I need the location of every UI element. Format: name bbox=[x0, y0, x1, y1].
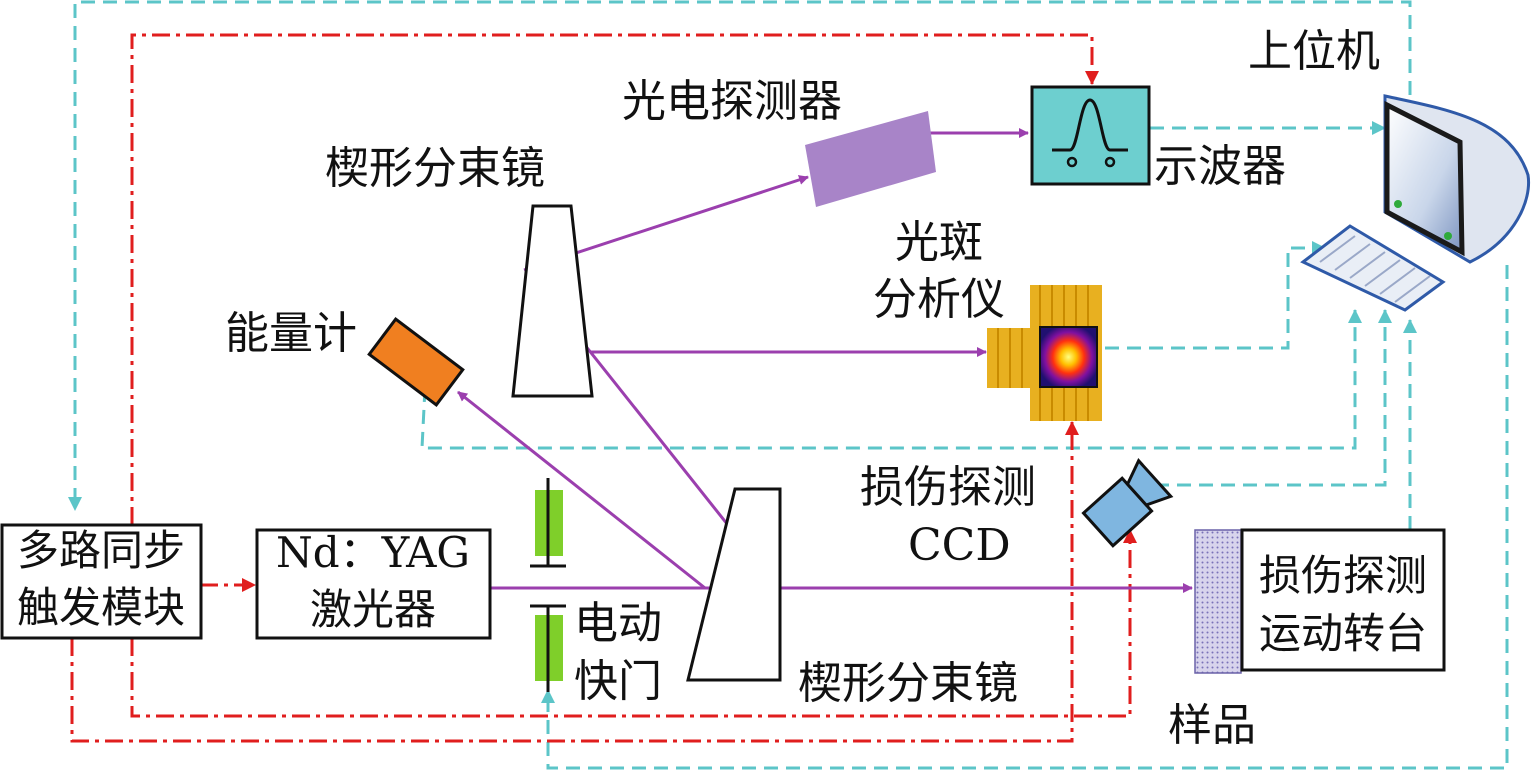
rotation-stage-box bbox=[1240, 528, 1446, 672]
trigger-line-to-analyzer bbox=[70, 421, 1079, 743]
scope-knob-right-icon bbox=[1104, 156, 1116, 168]
label-shutter-line2: 快门 bbox=[574, 656, 662, 707]
keyboard-icon bbox=[1300, 224, 1446, 312]
scope-knob-left-icon bbox=[1066, 156, 1078, 168]
laser-line1: Nd：YAG bbox=[276, 528, 470, 577]
stage-line1: 损伤探测 bbox=[1259, 551, 1427, 600]
data-line-computer-to-shutter bbox=[541, 265, 1509, 770]
damage-ccd bbox=[1081, 458, 1174, 548]
sample-plate bbox=[1194, 529, 1242, 674]
data-line-analyzer-to-computer bbox=[1105, 241, 1326, 350]
host-computer bbox=[1300, 94, 1531, 312]
photodetector-body bbox=[805, 111, 936, 207]
beam-to-energy-meter bbox=[457, 390, 706, 590]
label-oscilloscope: 示波器 bbox=[1154, 141, 1286, 192]
sync-module-box bbox=[0, 523, 203, 640]
wedge-splitter-bottom bbox=[686, 487, 782, 682]
data-line-computer-to-sync bbox=[68, 0, 1412, 511]
label-beam-analyzer-line1: 光斑 bbox=[895, 217, 983, 268]
sync-module-line1: 多路同步 bbox=[17, 526, 185, 575]
trigger-lines bbox=[70, 33, 1137, 743]
pulse-waveform-icon bbox=[1052, 98, 1128, 152]
label-damage-ccd-line1: 损伤探测 bbox=[860, 462, 1036, 513]
data-lines bbox=[68, 0, 1509, 770]
laser-box bbox=[255, 528, 492, 640]
electric-shutter bbox=[530, 478, 566, 692]
label-shutter-line1: 电动 bbox=[574, 598, 662, 649]
label-photodetector: 光电探测器 bbox=[622, 76, 842, 127]
label-damage-ccd-line2: CCD bbox=[908, 520, 1011, 571]
trigger-line-to-ccd bbox=[130, 529, 1137, 718]
laser-line2: 激光器 bbox=[310, 585, 436, 634]
label-wedge-splitter-bottom: 楔形分束镜 bbox=[798, 658, 1018, 709]
sync-module-line2: 触发模块 bbox=[17, 583, 185, 632]
trigger-line-to-oscilloscope bbox=[130, 33, 1099, 525]
stage-line2: 运动转台 bbox=[1259, 609, 1427, 658]
label-beam-analyzer-line2: 分析仪 bbox=[873, 274, 1005, 325]
data-line-energy-to-computer bbox=[420, 309, 1362, 450]
energy-meter-body bbox=[367, 317, 465, 407]
wedge-splitter-top bbox=[511, 204, 594, 398]
label-energy-meter: 能量计 bbox=[225, 308, 357, 359]
beam-spot-icon bbox=[1039, 326, 1098, 388]
beam-analyzer bbox=[987, 285, 1102, 421]
label-host-computer: 上位机 bbox=[1248, 26, 1380, 77]
oscilloscope bbox=[1030, 85, 1151, 186]
label-sample: 样品 bbox=[1168, 700, 1256, 751]
label-wedge-splitter-top: 楔形分束镜 bbox=[325, 143, 545, 194]
data-line-ccd-to-computer bbox=[1155, 309, 1392, 487]
